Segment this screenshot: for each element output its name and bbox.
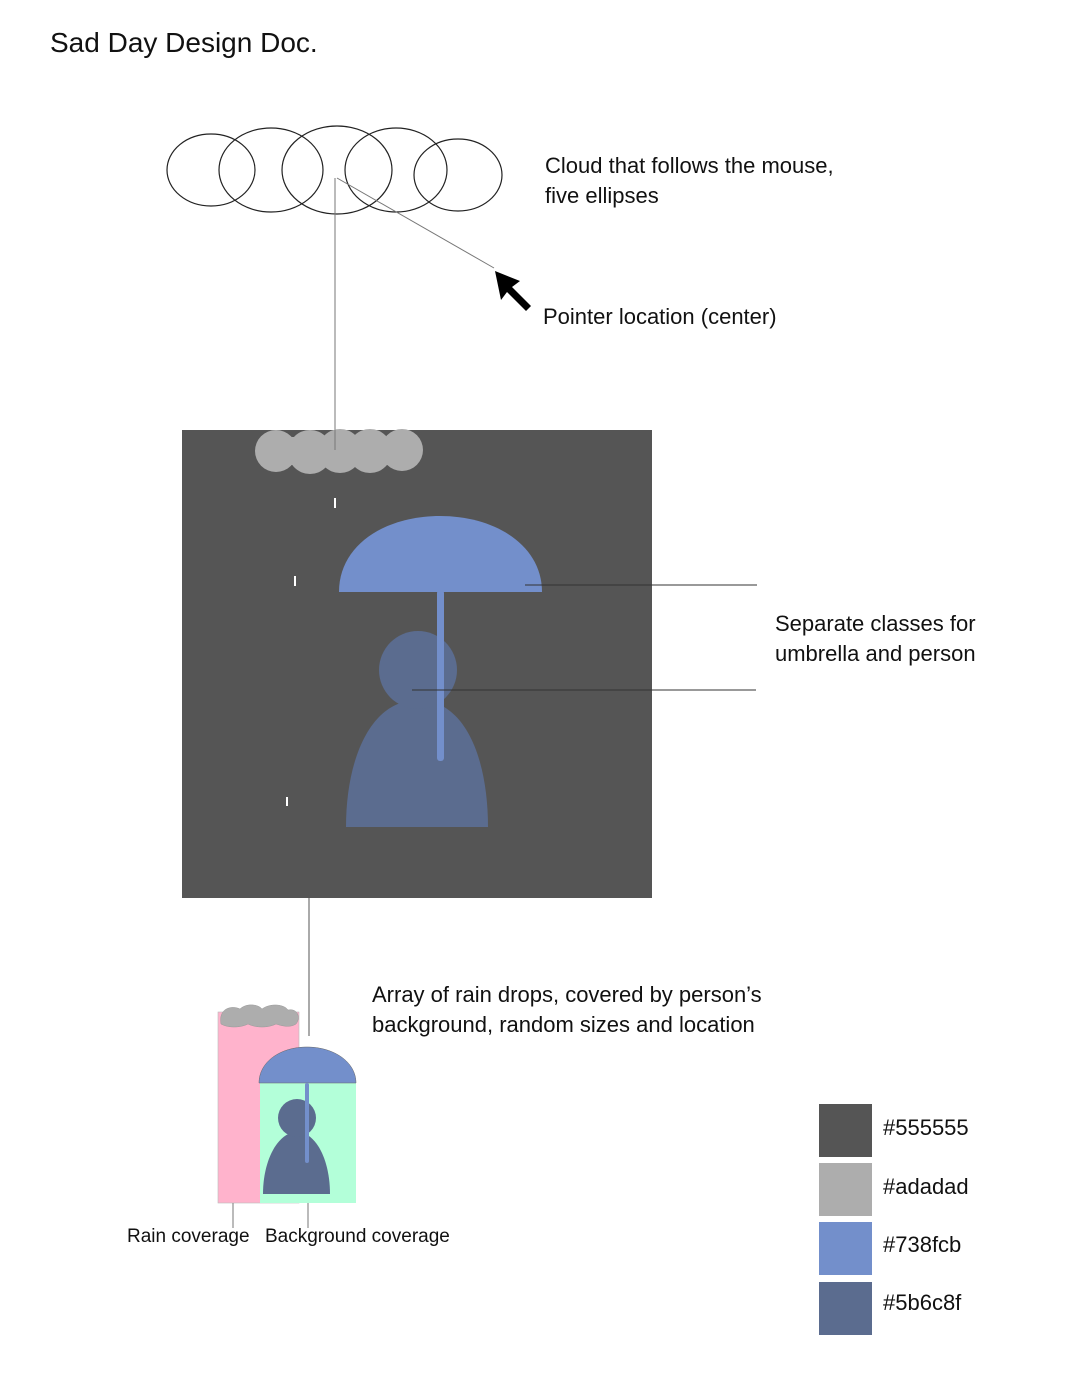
cloud-annotation-line2: five ellipses: [545, 183, 659, 208]
swatch-4-label: #5b6c8f: [883, 1290, 962, 1315]
cloud-annotation-line1: Cloud that follows the mouse,: [545, 153, 834, 178]
mouse-pointer-icon: [495, 271, 531, 311]
coverage-cloud: [220, 1004, 299, 1028]
swatch-1-label: #555555: [883, 1115, 969, 1140]
pointer-leader-line: [336, 177, 495, 269]
cloud-ellipse: [166, 133, 256, 207]
classes-annotation: Separate classes for umbrella and person: [775, 609, 976, 669]
cloud-ellipse: [281, 125, 393, 215]
swatch-3-label: #738fcb: [883, 1232, 962, 1257]
person-body: [346, 700, 488, 827]
pointer-annotation: Pointer location (center): [543, 304, 777, 329]
coverage-person-body: [263, 1132, 330, 1194]
rain-annotation: Array of rain drops, covered by person’s…: [372, 980, 762, 1040]
cloud-annotation: Cloud that follows the mouse, five ellip…: [545, 151, 834, 211]
classes-annotation-line2: umbrella and person: [775, 641, 976, 666]
swatch-4: [819, 1282, 872, 1335]
swatch-3: [819, 1222, 872, 1275]
raindrop: [294, 576, 296, 586]
classes-annotation-line1: Separate classes for: [775, 611, 976, 636]
scene-cloud: [255, 429, 423, 474]
swatch-2-label: #adadad: [883, 1174, 969, 1199]
umbrella-pole: [437, 590, 444, 761]
cloud-ellipse: [218, 127, 324, 213]
coverage-umbrella-pole: [305, 1083, 309, 1163]
rain-coverage-label: Rain coverage: [127, 1226, 250, 1247]
person-head: [379, 631, 457, 709]
coverage-umbrella: [258, 1046, 357, 1084]
umbrella-canopy: [339, 516, 542, 592]
cloud-ellipse: [344, 127, 448, 213]
raindrops: [286, 498, 336, 806]
swatch-1: [819, 1104, 872, 1157]
rain-annotation-line2: background, random sizes and location: [372, 1012, 755, 1037]
raindrop: [286, 797, 288, 806]
page-title: Sad Day Design Doc.: [50, 27, 318, 58]
background-coverage-label: Background coverage: [265, 1226, 450, 1247]
rain-annotation-line1: Array of rain drops, covered by person’s: [372, 982, 762, 1007]
cloud-ellipse: [413, 138, 503, 212]
coverage-person-head: [278, 1099, 316, 1137]
cloud-outline-sketch: [166, 125, 503, 215]
raindrop: [334, 498, 336, 508]
swatch-2: [819, 1163, 872, 1216]
